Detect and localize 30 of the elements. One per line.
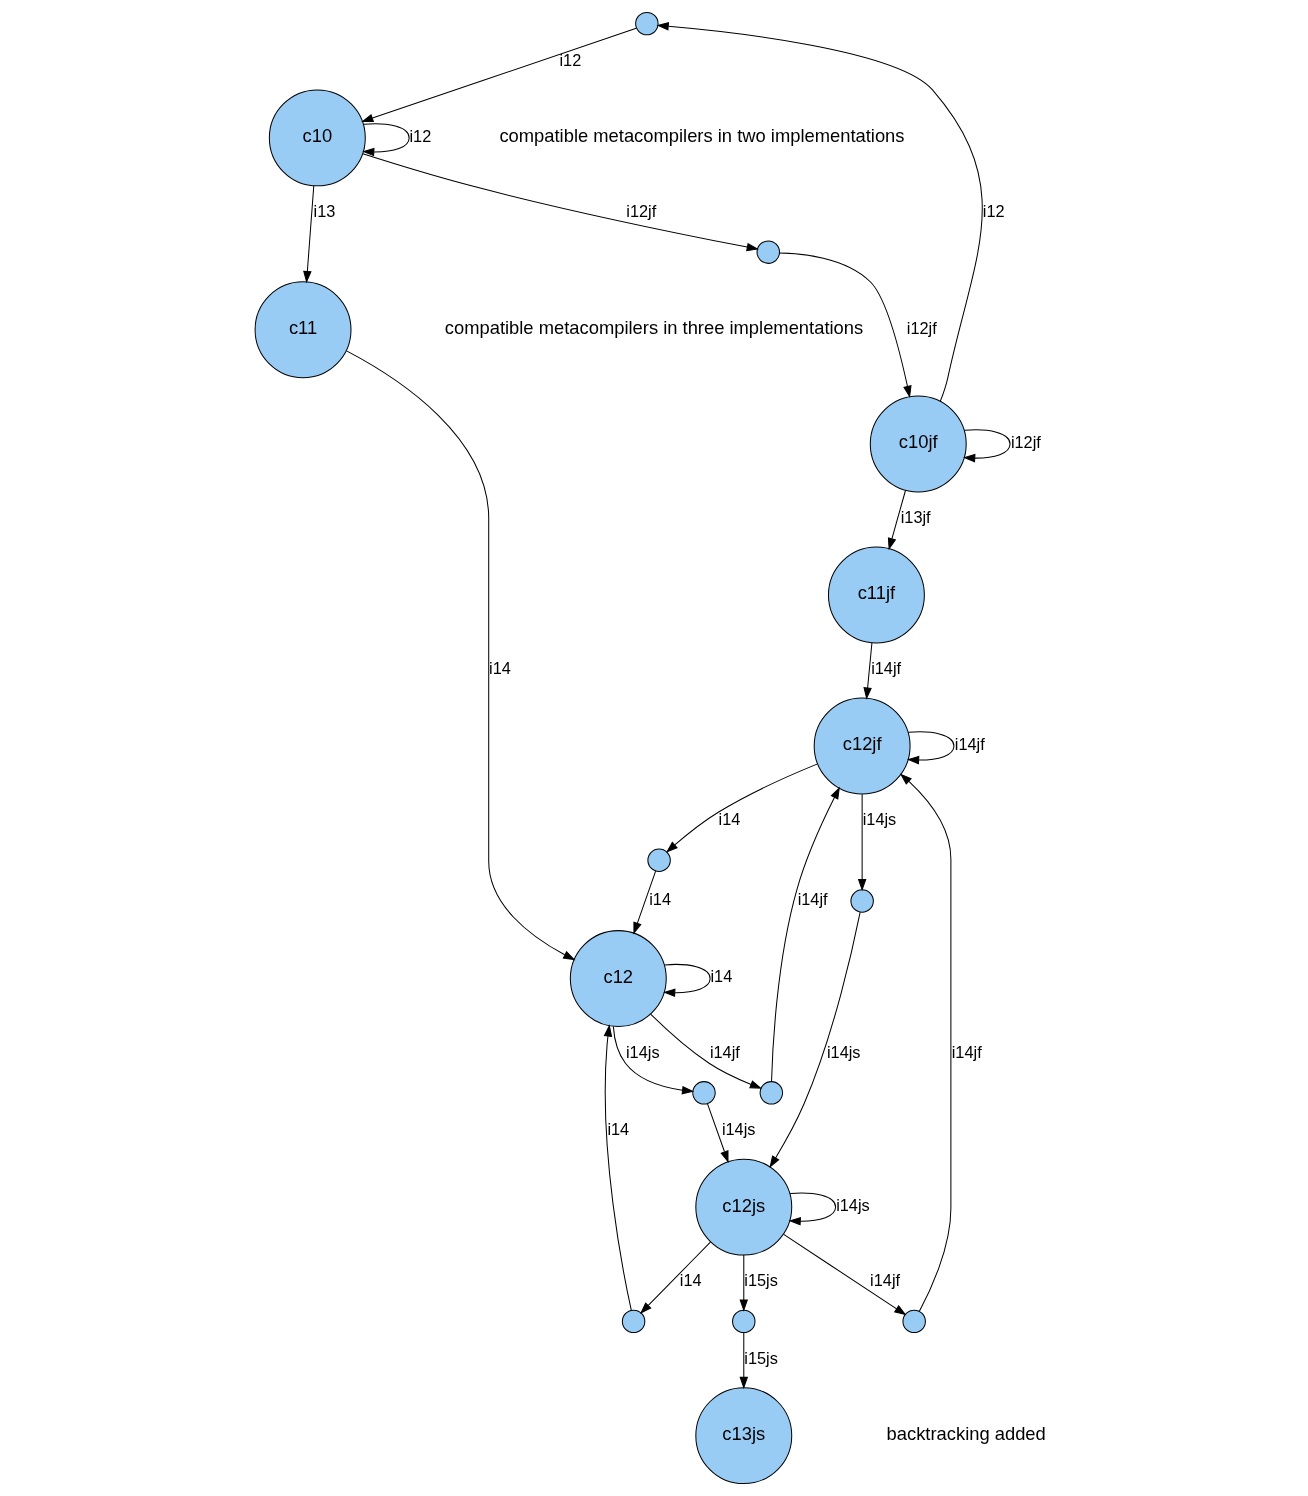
edge-label: i12 — [982, 202, 1005, 221]
edge-label: i13jf — [900, 508, 931, 527]
edge-label: i12jf — [626, 202, 657, 221]
edge-label: i15js — [744, 1271, 778, 1290]
edge-label: i14js — [862, 810, 897, 829]
edge-label: i13 — [313, 202, 336, 221]
edge-label: i12jf — [1010, 432, 1041, 451]
edge-label: i14jf — [871, 659, 902, 678]
edge-label: i14js — [626, 1042, 660, 1061]
edge-label: i12 — [409, 126, 432, 145]
edge-label: i14 — [679, 1271, 702, 1290]
edge-label: i14jf — [954, 734, 985, 753]
label: backtracking added — [886, 1423, 1046, 1445]
label: compatible metacompilers in two implementations — [499, 125, 905, 147]
edge-label: i12 — [559, 51, 582, 70]
edge-label: i12jf — [906, 318, 937, 337]
edge-label: i14 — [710, 967, 733, 986]
edge-label: i14jf — [709, 1042, 740, 1061]
edge-label: i15js — [744, 1349, 778, 1368]
edge-label: i14 — [607, 1120, 630, 1139]
label: compatible metacompilers in three implementations — [444, 317, 864, 339]
edge-label: i14jf — [797, 889, 828, 908]
edge-label: i14js — [836, 1195, 870, 1214]
edge-label: i14js — [721, 1120, 756, 1139]
edge-label: i14jf — [951, 1042, 982, 1061]
edge-label: i14 — [718, 810, 741, 829]
edge-label: i14 — [489, 659, 511, 678]
edge-label: i14 — [649, 889, 672, 908]
edge-label: i14js — [826, 1042, 861, 1061]
edge-label: i14jf — [870, 1271, 901, 1290]
